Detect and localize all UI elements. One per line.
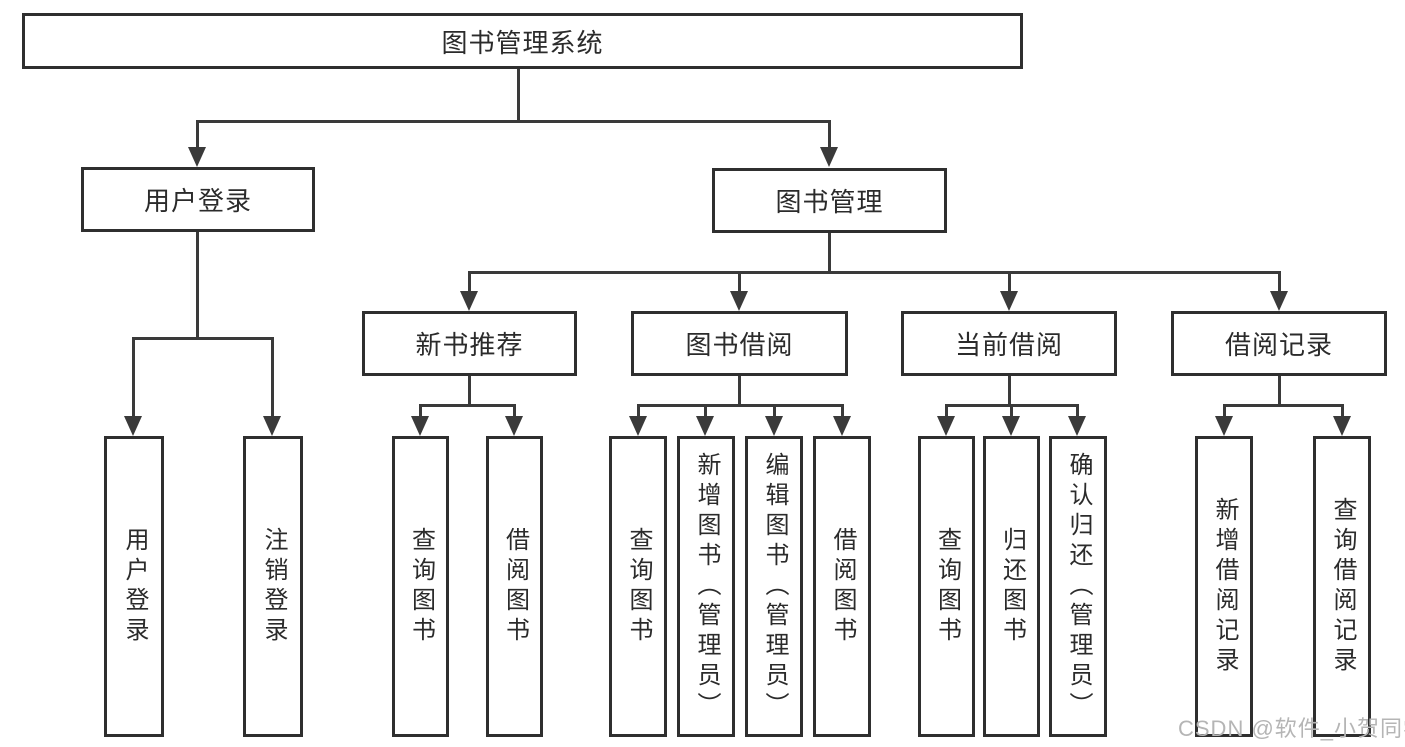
connector-vline (828, 120, 831, 150)
leaf-user-login: 用户登录 (104, 436, 164, 737)
arrow-down-icon (765, 416, 783, 436)
node-book-borrowing: 图书借阅 (631, 311, 848, 376)
connector-vline (1008, 376, 1011, 404)
connector-hline (1223, 404, 1343, 407)
connector-vline (773, 404, 776, 418)
connector-hline (196, 120, 831, 123)
arrow-down-icon (1000, 291, 1018, 311)
connector-hline (468, 271, 1280, 274)
arrow-down-icon (1215, 416, 1233, 436)
connector-vline (196, 120, 199, 150)
connector-vline (517, 69, 520, 120)
connector-vline (637, 404, 640, 418)
arrow-down-icon (730, 291, 748, 311)
connector-vline (704, 404, 707, 418)
arrow-down-icon (1270, 291, 1288, 311)
arrow-down-icon (505, 416, 523, 436)
connector-vline (1010, 404, 1013, 418)
connector-vline (945, 404, 948, 418)
connector-vline (1008, 271, 1011, 293)
leaf-query-books-current: 查询图书 (918, 436, 975, 737)
leaf-query-books-recommend: 查询图书 (392, 436, 449, 737)
connector-hline (419, 404, 515, 407)
leaf-query-borrow-record: 查询借阅记录 (1313, 436, 1371, 737)
connector-vline (196, 232, 199, 337)
leaf-add-books-admin: 新增图书（管理员） (677, 436, 735, 737)
connector-vline (1278, 271, 1281, 293)
arrow-down-icon (411, 416, 429, 436)
node-book-management: 图书管理 (712, 168, 947, 233)
connector-vline (1278, 376, 1281, 404)
arrow-down-icon (1333, 416, 1351, 436)
leaf-add-borrow-record: 新增借阅记录 (1195, 436, 1253, 737)
connector-vline (738, 376, 741, 404)
arrow-down-icon (833, 416, 851, 436)
leaf-return-books: 归还图书 (983, 436, 1040, 737)
leaf-borrow-books-borrowing: 借阅图书 (813, 436, 871, 737)
node-new-book-recommend: 新书推荐 (362, 311, 577, 376)
leaf-confirm-return-admin: 确认归还（管理员） (1049, 436, 1107, 737)
connector-vline (271, 337, 274, 418)
arrow-down-icon (263, 416, 281, 436)
connector-vline (828, 233, 831, 271)
node-user-login: 用户登录 (81, 167, 315, 232)
arrow-down-icon (460, 291, 478, 311)
connector-vline (1341, 404, 1344, 418)
node-borrowing-records: 借阅记录 (1171, 311, 1387, 376)
connector-hline (637, 404, 844, 407)
connector-vline (1223, 404, 1226, 418)
connector-vline (738, 271, 741, 293)
connector-vline (468, 376, 471, 404)
connector-vline (1076, 404, 1079, 418)
leaf-query-books-borrowing: 查询图书 (609, 436, 667, 737)
connector-hline (132, 337, 274, 340)
arrow-down-icon (124, 416, 142, 436)
arrow-down-icon (1068, 416, 1086, 436)
connector-vline (513, 404, 516, 418)
connector-vline (132, 337, 135, 418)
node-current-borrowing: 当前借阅 (901, 311, 1117, 376)
arrow-down-icon (820, 147, 838, 167)
connector-vline (419, 404, 422, 418)
arrow-down-icon (629, 416, 647, 436)
watermark: CSDN @软件_小贺同学 (1178, 716, 1405, 741)
node-library-system: 图书管理系统 (22, 13, 1023, 69)
arrow-down-icon (1002, 416, 1020, 436)
leaf-logout-login: 注销登录 (243, 436, 303, 737)
leaf-edit-books-admin: 编辑图书（管理员） (745, 436, 803, 737)
leaf-borrow-books-recommend: 借阅图书 (486, 436, 543, 737)
arrow-down-icon (937, 416, 955, 436)
arrow-down-icon (696, 416, 714, 436)
connector-vline (841, 404, 844, 418)
arrow-down-icon (188, 147, 206, 167)
connector-vline (468, 271, 471, 293)
